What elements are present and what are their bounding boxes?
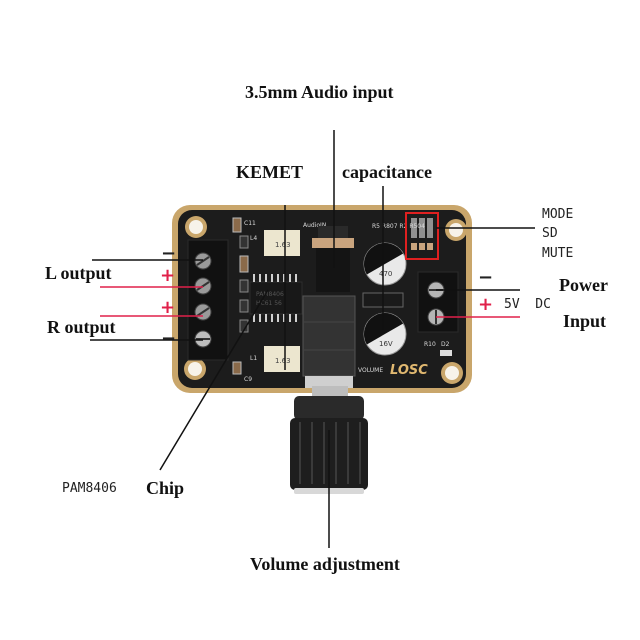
inductor-bottom — [264, 346, 300, 372]
mounting-hole — [189, 220, 203, 234]
pcb-board: C11 C9 L1 L4 1.63 1.63 PA — [172, 205, 472, 393]
jumper-pad — [411, 243, 417, 250]
label-input: Input — [563, 311, 606, 331]
label-volume-adjustment: Volume adjustment — [250, 554, 400, 574]
silk-c9: C9 — [244, 376, 252, 383]
silk-l4: L4 — [250, 235, 257, 242]
jack-body — [316, 248, 350, 292]
r-plus-sign: + — [160, 297, 175, 318]
mounting-hole — [449, 223, 463, 237]
silk-l1: L1 — [250, 355, 257, 362]
pam8406-chip: PAM8406 HC61 56 — [249, 274, 303, 322]
silk-r10: R10 — [424, 341, 436, 348]
label-audio-input: 3.5mm Audio input — [245, 82, 394, 102]
chip-marking: PAM8406 — [256, 291, 284, 298]
capacitor-voltage: 16V — [379, 340, 393, 348]
jumper-highlight-box — [405, 212, 439, 260]
inductor-marking: 1.63 — [275, 357, 291, 365]
led-d2 — [440, 350, 452, 356]
mode-sd-mute-jumpers — [405, 212, 439, 260]
pot-housing — [302, 295, 356, 377]
label-l-output: L output — [45, 263, 112, 283]
mounting-hole — [188, 362, 202, 376]
label-chip: Chip — [146, 478, 184, 498]
label-r-output: R output — [47, 317, 116, 337]
capacitor-value: 470 — [379, 270, 392, 278]
mounting-holes — [184, 216, 467, 384]
r-minus-sign: − — [161, 328, 176, 349]
jack-top — [318, 226, 348, 240]
leader-lines — [90, 130, 535, 548]
label-kemet: KEMET — [236, 162, 303, 182]
inductor-top — [264, 230, 300, 256]
jumper-pad — [427, 243, 433, 250]
knob-shaft-nut — [312, 386, 348, 398]
knob-top — [294, 396, 364, 420]
red-leader-lines — [100, 286, 520, 318]
jumper-pad — [419, 243, 425, 250]
label-power: Power — [559, 275, 608, 295]
chip-body — [249, 281, 303, 315]
label-mode: MODE — [542, 207, 573, 222]
jack-contact — [312, 238, 354, 248]
output-terminal-block — [187, 239, 229, 361]
power-plus-sign: + — [478, 294, 493, 315]
chip-marking-2: HC61 56 — [256, 300, 282, 307]
power-minus-sign: − — [478, 267, 493, 288]
label-5v-dc: 5V DC — [504, 297, 551, 312]
silk-d2: D2 — [441, 341, 450, 348]
label-pam8406: PAM8406 — [62, 481, 117, 496]
label-mute: MUTE — [542, 246, 573, 261]
silk-resistors: R5 R807 R2 R504 — [372, 223, 425, 230]
l-plus-sign: + — [160, 265, 175, 286]
kemet-inductors: 1.63 1.63 — [264, 230, 300, 372]
brand-logo: LOSC — [390, 363, 428, 378]
label-sd: SD — [542, 226, 558, 241]
mounting-hole — [445, 366, 459, 380]
l-minus-sign: − — [161, 243, 176, 264]
volume-potentiometer: VOLUME — [302, 295, 383, 388]
pot-bracket — [305, 376, 353, 388]
audio-jack: AudioIN — [303, 222, 354, 292]
leader-chip — [159, 289, 269, 471]
smd-components: C11 C9 L1 L4 — [232, 217, 257, 383]
silk-audio-in: AudioIN — [303, 222, 326, 229]
silk-volume: VOLUME — [358, 367, 383, 374]
power-terminal-block: R10 D2 — [417, 271, 459, 356]
label-capacitance: capacitance — [342, 162, 432, 182]
silk-c11: C11 — [244, 220, 256, 227]
inductor-marking: 1.63 — [275, 241, 291, 249]
